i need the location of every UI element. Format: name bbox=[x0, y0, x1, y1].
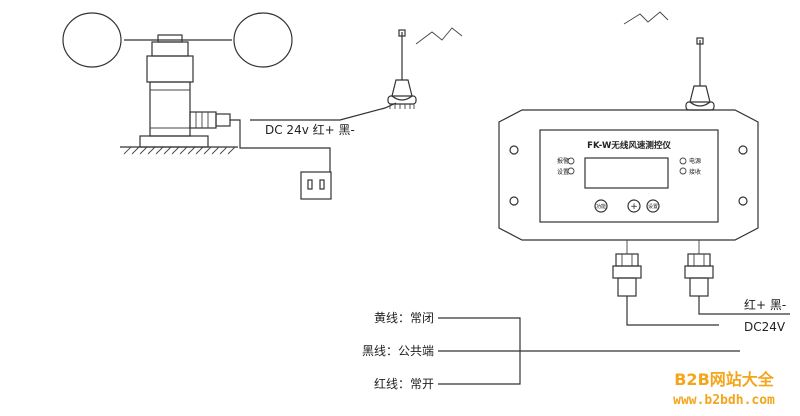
power-plug bbox=[300, 171, 332, 200]
watermark-title: B2B网站大全 bbox=[674, 370, 775, 389]
function-button bbox=[594, 199, 608, 213]
led-label-setting: 设置 bbox=[557, 168, 569, 176]
sensor-cable bbox=[230, 102, 397, 172]
led-label-power: 电源 bbox=[689, 157, 701, 165]
signal-wave-right bbox=[623, 11, 669, 25]
relay-wires bbox=[438, 317, 740, 385]
set-button bbox=[646, 199, 660, 213]
power-polarity-label: 红+ 黑- bbox=[744, 297, 786, 312]
controller-power-wire bbox=[626, 296, 790, 326]
set-button-label: 设置 bbox=[648, 203, 658, 210]
wind-cup-left bbox=[62, 12, 122, 68]
ground-hatch bbox=[123, 146, 236, 155]
plus-button-label: + bbox=[630, 202, 638, 212]
function-button-label: 功能 bbox=[596, 203, 606, 210]
receive-led-icon bbox=[679, 167, 687, 175]
signal-wave-left bbox=[415, 27, 463, 45]
anemometer bbox=[62, 12, 293, 155]
wind-cup-right bbox=[233, 12, 293, 68]
led-label-alarm: 报警 bbox=[557, 157, 569, 165]
sensor-power-label: DC 24v 红+ 黑- bbox=[265, 122, 355, 137]
wire-label-black: 黑线：公共端 bbox=[362, 344, 434, 358]
watermark-url: www.b2bdh.com bbox=[673, 393, 775, 408]
wireless-transmitter bbox=[387, 29, 417, 109]
wire-label-yellow: 黄线：常闭 bbox=[374, 311, 434, 325]
device-title: FK-W无线风速测控仪 bbox=[587, 140, 671, 151]
controller-device bbox=[498, 37, 759, 297]
plus-button bbox=[627, 199, 641, 213]
led-label-receive: 接收 bbox=[689, 168, 701, 176]
alarm-led-icon bbox=[567, 157, 575, 165]
power-voltage-label: DC24V bbox=[744, 320, 786, 334]
setting-led-icon bbox=[567, 167, 575, 175]
power-led-icon bbox=[679, 157, 687, 165]
wire-label-red: 红线：常开 bbox=[374, 376, 434, 391]
display-screen bbox=[584, 157, 669, 189]
